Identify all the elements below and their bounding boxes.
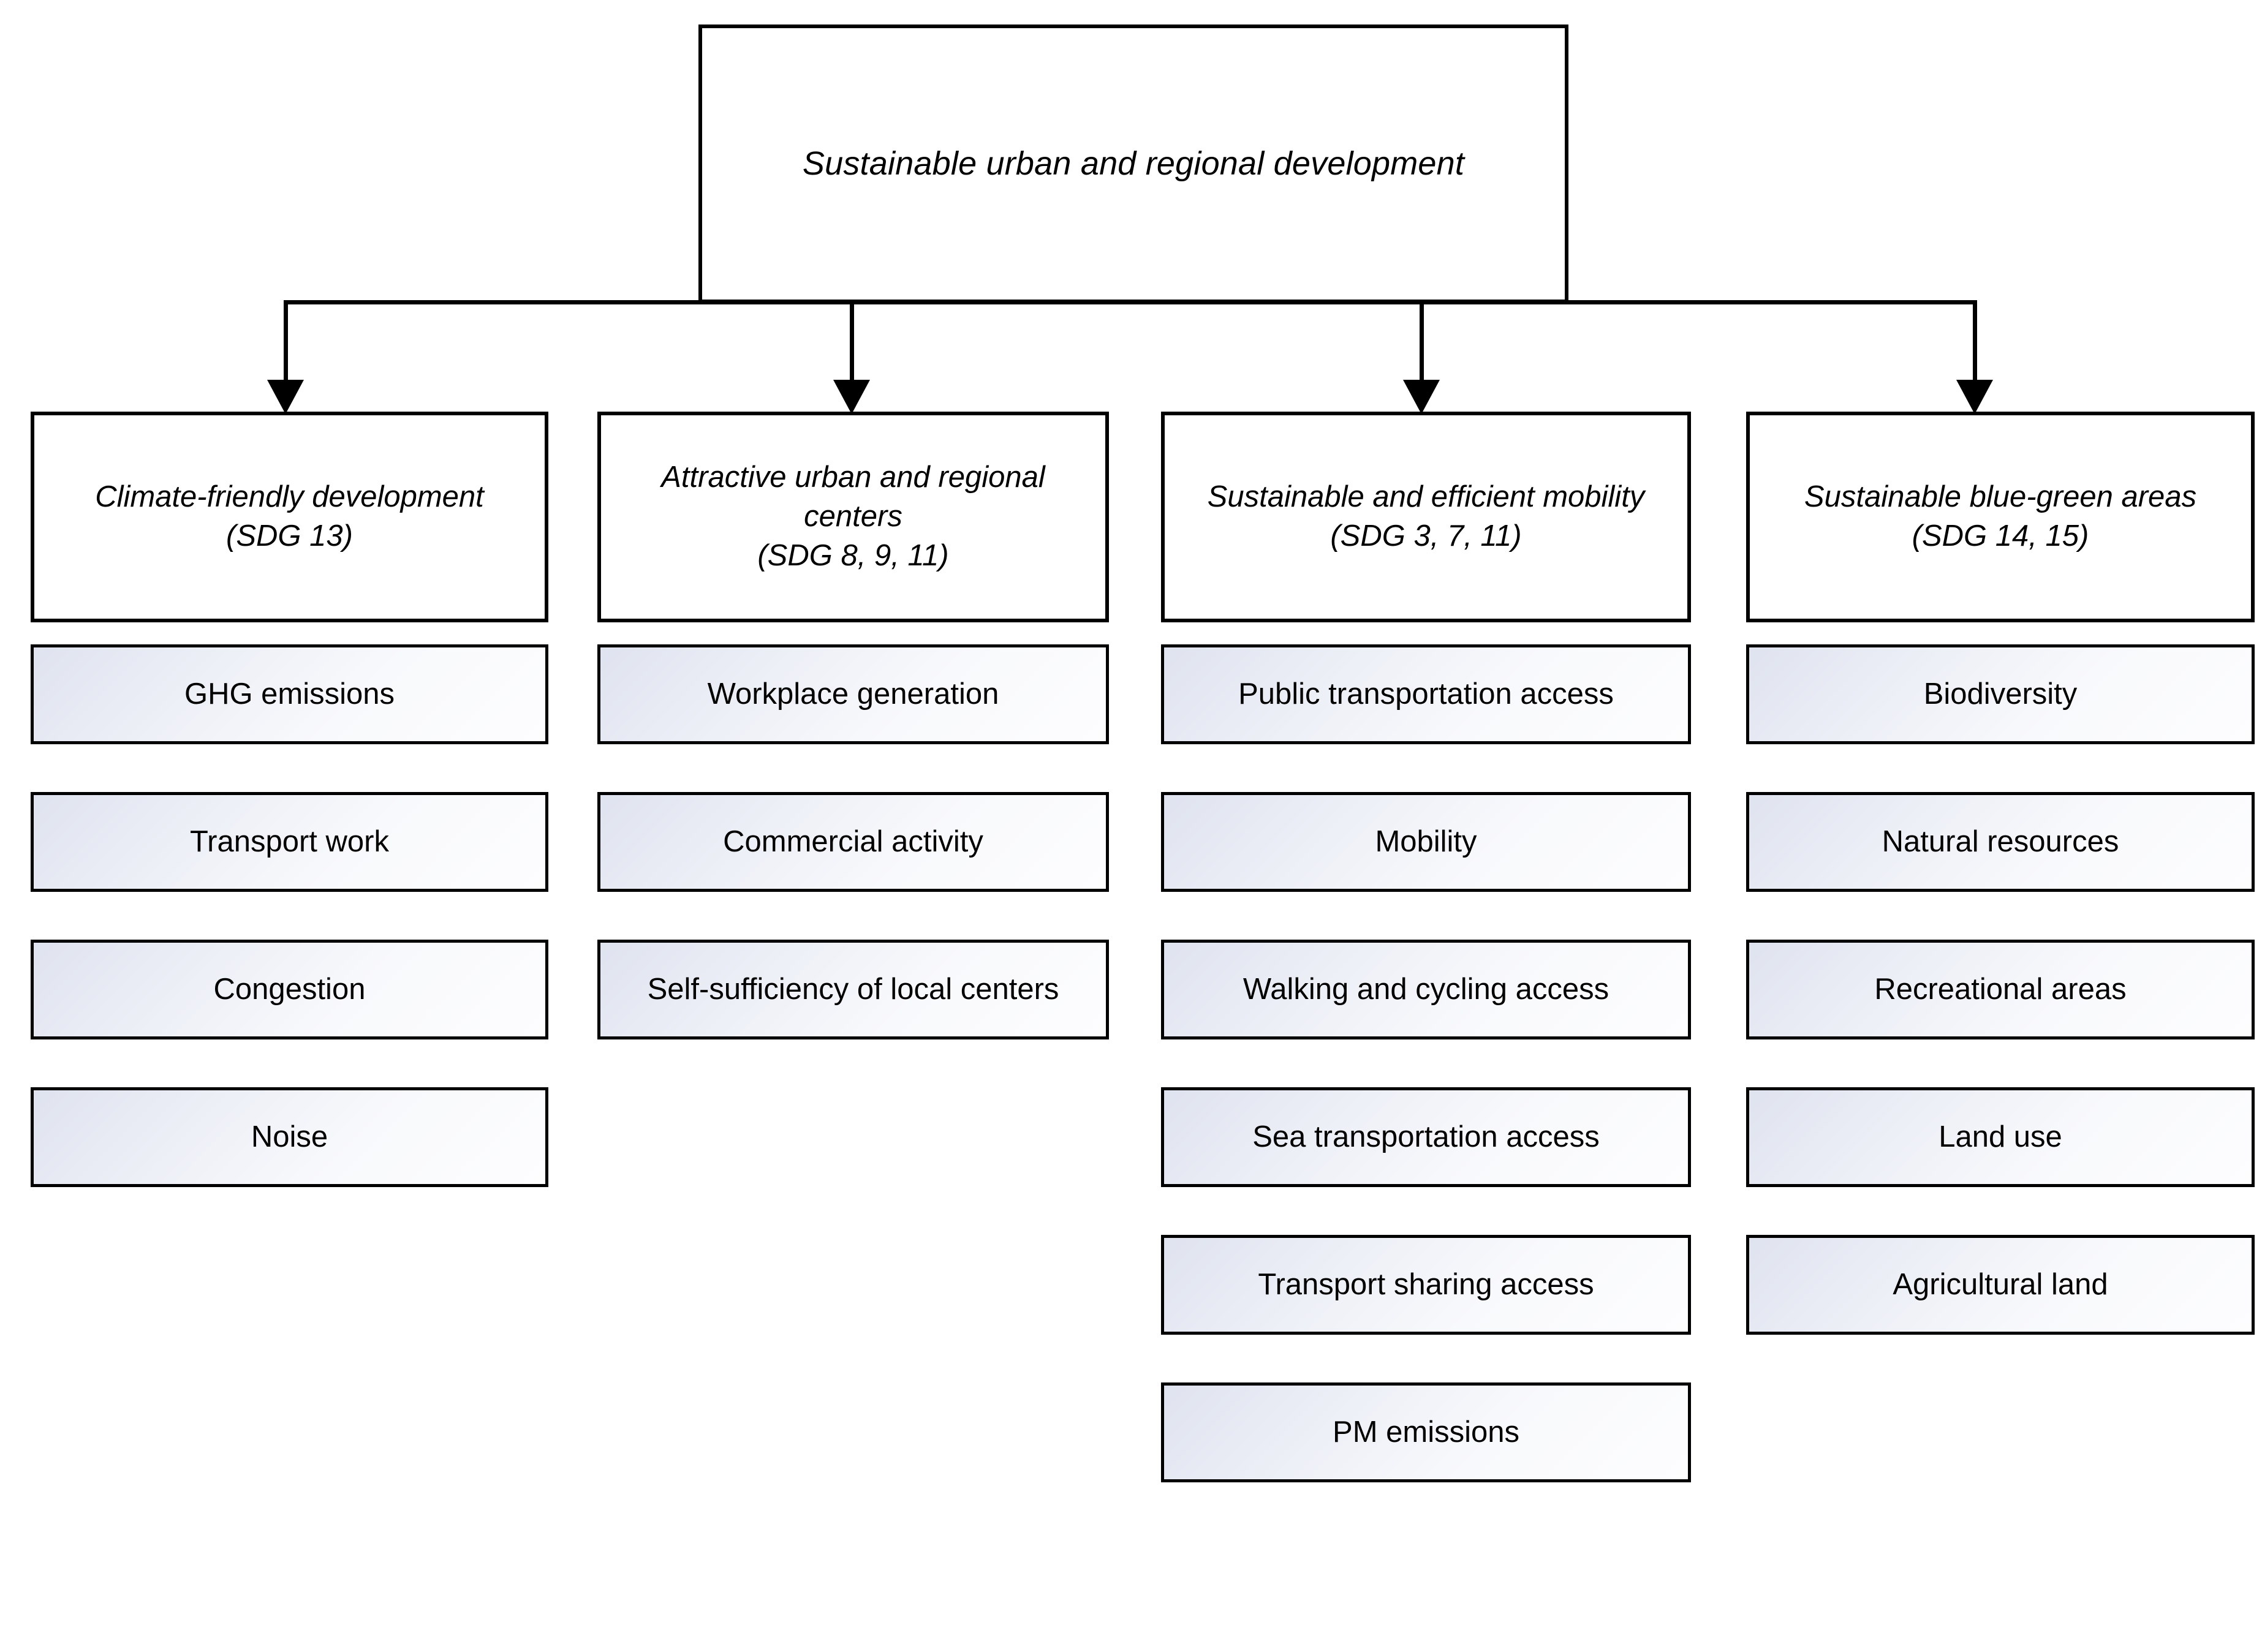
indicator-box[interactable]: Agricultural land xyxy=(1746,1235,2255,1335)
indicator-list-1: GHG emissions Transport work Congestion … xyxy=(31,644,548,1187)
arrowhead-icon-2 xyxy=(833,380,870,414)
indicator-list-4: Biodiversity Natural resources Recreatio… xyxy=(1746,644,2255,1335)
indicator-label: Agricultural land xyxy=(1893,1268,2108,1302)
connector-drop-3 xyxy=(1420,300,1424,391)
branch-header-2: Attractive urban and regional centers(SD… xyxy=(597,412,1109,622)
branch-column-sustainable-blue-green-areas: Sustainable blue-green areas(SDG 14, 15)… xyxy=(1746,412,2255,1335)
indicator-label: Self-sufficiency of local centers xyxy=(647,973,1059,1006)
arrowhead-icon-3 xyxy=(1403,380,1440,414)
branch-header-label-3: Sustainable and efficient mobility(SDG 3… xyxy=(1207,480,1645,553)
indicator-box[interactable]: Congestion xyxy=(31,940,548,1039)
indicator-box[interactable]: Transport sharing access xyxy=(1161,1235,1691,1335)
root-node-label: Sustainable urban and regional developme… xyxy=(802,145,1465,182)
indicator-label: Walking and cycling access xyxy=(1243,973,1610,1006)
indicator-box[interactable]: GHG emissions xyxy=(31,644,548,744)
indicator-label: Congestion xyxy=(213,973,366,1006)
indicator-box[interactable]: Noise xyxy=(31,1087,548,1187)
arrowhead-icon-1 xyxy=(267,380,304,414)
indicator-box[interactable]: Self-sufficiency of local centers xyxy=(597,940,1109,1039)
indicator-label: Biodiversity xyxy=(1923,677,2078,711)
branch-header-3: Sustainable and efficient mobility(SDG 3… xyxy=(1161,412,1691,622)
indicator-label: GHG emissions xyxy=(184,677,395,711)
connector-drop-4 xyxy=(1973,300,1977,391)
indicator-box[interactable]: Sea transportation access xyxy=(1161,1087,1691,1187)
branch-header-label-1: Climate-friendly development(SDG 13) xyxy=(95,480,484,553)
root-node: Sustainable urban and regional developme… xyxy=(698,25,1568,303)
indicator-label: PM emissions xyxy=(1333,1416,1519,1449)
indicator-list-2: Workplace generation Commercial activity… xyxy=(597,644,1109,1039)
indicator-box[interactable]: Recreational areas xyxy=(1746,940,2255,1039)
indicator-box[interactable]: Natural resources xyxy=(1746,792,2255,892)
branch-header-1: Climate-friendly development(SDG 13) xyxy=(31,412,548,622)
indicator-box[interactable]: Commercial activity xyxy=(597,792,1109,892)
indicator-label: Public transportation access xyxy=(1238,677,1614,711)
indicator-label: Workplace generation xyxy=(707,677,999,711)
branch-header-4: Sustainable blue-green areas(SDG 14, 15) xyxy=(1746,412,2255,622)
indicator-label: Recreational areas xyxy=(1874,973,2127,1006)
indicator-label: Mobility xyxy=(1375,825,1477,859)
indicator-box[interactable]: Land use xyxy=(1746,1087,2255,1187)
branch-header-label-2: Attractive urban and regional centers(SD… xyxy=(661,461,1045,572)
branch-header-label-4: Sustainable blue-green areas(SDG 14, 15) xyxy=(1804,480,2197,553)
arrowhead-icon-4 xyxy=(1956,380,1993,414)
indicator-label: Commercial activity xyxy=(723,825,983,859)
branch-column-sustainable-and-efficient-mobility: Sustainable and efficient mobility(SDG 3… xyxy=(1161,412,1691,1482)
indicator-label: Noise xyxy=(251,1120,328,1154)
indicator-box[interactable]: Transport work xyxy=(31,792,548,892)
branch-column-climate-friendly-development: Climate-friendly development(SDG 13) GHG… xyxy=(31,412,548,1187)
branch-column-attractive-urban-and-regional-centers: Attractive urban and regional centers(SD… xyxy=(597,412,1109,1039)
indicator-box[interactable]: Mobility xyxy=(1161,792,1691,892)
connector-horizontal-bus xyxy=(284,300,1977,304)
indicator-label: Sea transportation access xyxy=(1252,1120,1600,1154)
indicator-label: Natural resources xyxy=(1882,825,2119,859)
indicator-box[interactable]: Walking and cycling access xyxy=(1161,940,1691,1039)
indicator-list-3: Public transportation access Mobility Wa… xyxy=(1161,644,1691,1482)
indicator-box[interactable]: Workplace generation xyxy=(597,644,1109,744)
indicator-box[interactable]: PM emissions xyxy=(1161,1382,1691,1482)
connector-drop-1 xyxy=(284,300,288,391)
indicator-label: Transport work xyxy=(190,825,389,859)
indicator-box[interactable]: Public transportation access xyxy=(1161,644,1691,744)
connector-drop-2 xyxy=(850,300,854,391)
indicator-box[interactable]: Biodiversity xyxy=(1746,644,2255,744)
indicator-label: Transport sharing access xyxy=(1258,1268,1594,1302)
indicator-label: Land use xyxy=(1939,1120,2062,1154)
